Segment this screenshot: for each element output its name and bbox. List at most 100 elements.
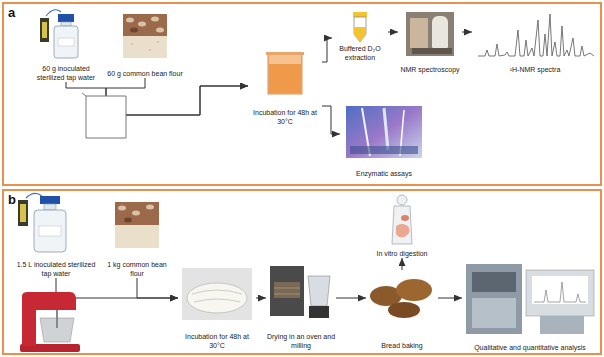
- process-step: In vitro digestion: [366, 192, 438, 258]
- extraction-tube-part: [353, 12, 367, 17]
- connector-arrow: [402, 258, 403, 270]
- bean-flour-photo-part: [115, 202, 159, 225]
- connector-arrow: [137, 278, 178, 298]
- stand-mixer: [20, 292, 80, 352]
- step-caption: ¹H-NMR spectra: [510, 66, 561, 75]
- inoculum-bottle-part: [42, 22, 47, 38]
- oven-and-blender: [270, 266, 330, 318]
- step-caption: Incubation for 48h at 30°C: [248, 109, 322, 126]
- inoculum-bottle: [18, 193, 66, 252]
- bean-flour-photo: [123, 14, 167, 58]
- process-step: Qualitative and quantitative analysis: [462, 260, 598, 352]
- connector-arrow: [106, 78, 248, 115]
- panel-frame: a60 g inoculated sterilized tap water60 …: [2, 2, 602, 186]
- inoculum-bottle-part: [39, 226, 61, 236]
- inoculum-bottle-part: [44, 204, 56, 210]
- incubation-beaker-part: [268, 54, 302, 94]
- extraction-tube-part: [354, 17, 366, 42]
- connector-arrow: [438, 298, 462, 299]
- bean-flour-photo-part: [118, 206, 126, 211]
- digestive-system-part: [397, 195, 407, 205]
- bean-flour-photo-part: [130, 28, 138, 33]
- incubation-beaker-part: [266, 52, 304, 55]
- process-step: 1.5 L inoculated sterilized tap water: [14, 194, 98, 278]
- nmr-photo-part: [432, 16, 448, 52]
- bean-flour-photo-part: [151, 17, 159, 22]
- incubation-bowl-part: [182, 268, 252, 320]
- process-step: 60 g inoculated sterilized tap water: [30, 12, 102, 82]
- inoculum-bottle: [40, 10, 78, 58]
- analysis-instruments-part: [466, 264, 522, 334]
- inoculum-bottle-part: [40, 196, 60, 204]
- step-caption: NMR spectroscopy: [400, 66, 459, 75]
- bean-flour-photo-part: [157, 41, 159, 43]
- process-step: Bread baking: [366, 270, 438, 350]
- inoculum-bottle-part: [40, 18, 49, 42]
- oven-and-blender-part: [274, 282, 300, 298]
- extraction-tube: [353, 12, 367, 42]
- bean-flour-photo-part: [123, 36, 167, 58]
- oven-and-blender-part: [308, 276, 330, 306]
- bean-flour-photo-part: [123, 14, 167, 36]
- incubation-beaker: [266, 52, 304, 94]
- connector-arrow: [256, 298, 266, 299]
- bread-photo-part: [388, 302, 420, 318]
- nmr-photo-part: [412, 48, 452, 54]
- bean-flour-photo-part: [156, 28, 164, 33]
- digestive-system: [392, 195, 412, 244]
- incubation-beaker-part: [269, 64, 301, 93]
- nmr-photo-part: [406, 12, 454, 56]
- step-caption: Drying in an oven and milling: [266, 333, 336, 350]
- panel-frame: b1.5 L inoculated sterilized tap water1 …: [2, 189, 602, 355]
- bread-photo-part: [396, 279, 432, 301]
- oven-and-blender-part: [309, 306, 329, 318]
- bean-flour-photo-part: [146, 205, 154, 210]
- connector-arrow: [336, 298, 366, 299]
- analysis-instruments-part: [472, 298, 516, 328]
- process-step: ¹H-NMR spectra: [472, 10, 598, 74]
- incubation-bowl-part: [187, 283, 247, 313]
- analysis-instruments-part: [534, 282, 586, 302]
- inoculum-bottle-part: [26, 193, 42, 198]
- enzymatic-photo: [346, 106, 422, 158]
- oven-and-blender-part: [270, 266, 304, 316]
- analysis-instruments-part: [540, 316, 584, 334]
- step-caption: Bread baking: [381, 342, 422, 351]
- bean-flour-photo-part: [138, 22, 146, 27]
- step-caption: 60 g inoculated sterilized tap water: [30, 65, 102, 82]
- step-caption: In vitro digestion: [377, 250, 428, 259]
- inoculum-bottle-part: [18, 200, 28, 226]
- inoculum-bottle-part: [34, 210, 66, 252]
- process-step: Drying in an oven and milling: [266, 262, 336, 350]
- oven-and-blender-part: [274, 288, 300, 289]
- step-caption: Qualitative and quantitative analysis: [474, 344, 586, 353]
- beaker-part: [82, 93, 86, 96]
- panel-letter: b: [8, 192, 16, 207]
- enzymatic-photo-part: [346, 106, 422, 158]
- connector-arrow: [462, 32, 472, 33]
- extraction-tube-part: [354, 27, 366, 42]
- digestive-system-part: [401, 215, 409, 221]
- bean-flour-photo-part: [115, 225, 159, 248]
- inoculum-bottle-part: [54, 26, 78, 58]
- step-caption: Enzymatic assays: [356, 170, 412, 179]
- stand-mixer-part: [22, 292, 76, 310]
- digestive-system-part: [396, 224, 410, 238]
- process-step: Incubation for 48h at 30°C: [248, 48, 322, 126]
- enzymatic-photo-part: [350, 146, 418, 154]
- step-caption: Incubation for 48h at 30°C: [178, 333, 256, 350]
- process-step: Incubation for 48h at 30°C: [178, 264, 256, 350]
- analysis-instruments: [466, 264, 594, 334]
- enzymatic-photo-part: [384, 108, 388, 150]
- beaker: [82, 93, 126, 138]
- nmr-spectrum: [478, 14, 594, 56]
- process-step: 1 kg common bean flour: [104, 198, 170, 278]
- nmr-spectrum-part: [478, 14, 594, 56]
- inoculum-bottle-part: [58, 38, 74, 46]
- step-caption: Buffered D₂O extraction: [332, 45, 388, 62]
- digestive-system-part: [392, 206, 412, 244]
- connector-arrow: [322, 38, 332, 62]
- connector-arrow: [322, 106, 340, 134]
